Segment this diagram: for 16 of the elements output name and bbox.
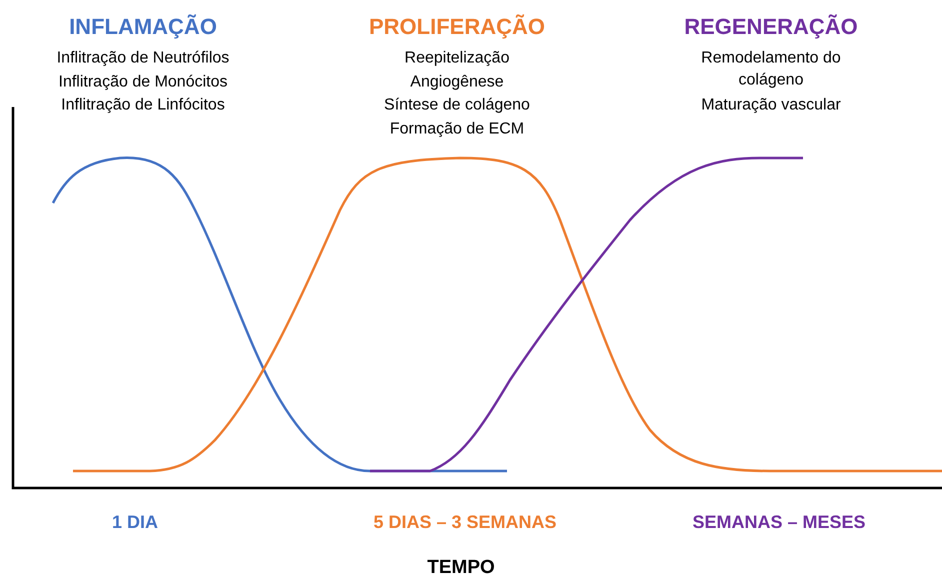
axis-title: TEMPO (427, 556, 495, 580)
process-text: Reepitelização (404, 48, 510, 68)
process-text: Inflitração de Linfócitos (61, 95, 225, 116)
process-text: Inflitração de Neutrófilos (56, 48, 230, 68)
phase-heading: PROLIFERAÇÃO (369, 13, 545, 42)
phase-heading: REGENERAÇÃO (684, 13, 858, 42)
time-label: SEMANAS – MESES (692, 510, 866, 534)
phase-heading: INFLAMAÇÃO (69, 13, 217, 42)
time-label: 1 DIA (112, 510, 158, 534)
time-label: 5 DIAS – 3 SEMANAS (373, 510, 557, 534)
process-text: Angiogênese (410, 72, 504, 92)
process-text: Remodelamento do colágeno (700, 48, 842, 91)
process-text: Maturação vascular (701, 95, 841, 116)
process-text: Síntese de colágeno (384, 95, 530, 116)
process-text: Inflitração de Monócitos (58, 72, 228, 92)
process-text: Formação de ECM (390, 119, 524, 140)
